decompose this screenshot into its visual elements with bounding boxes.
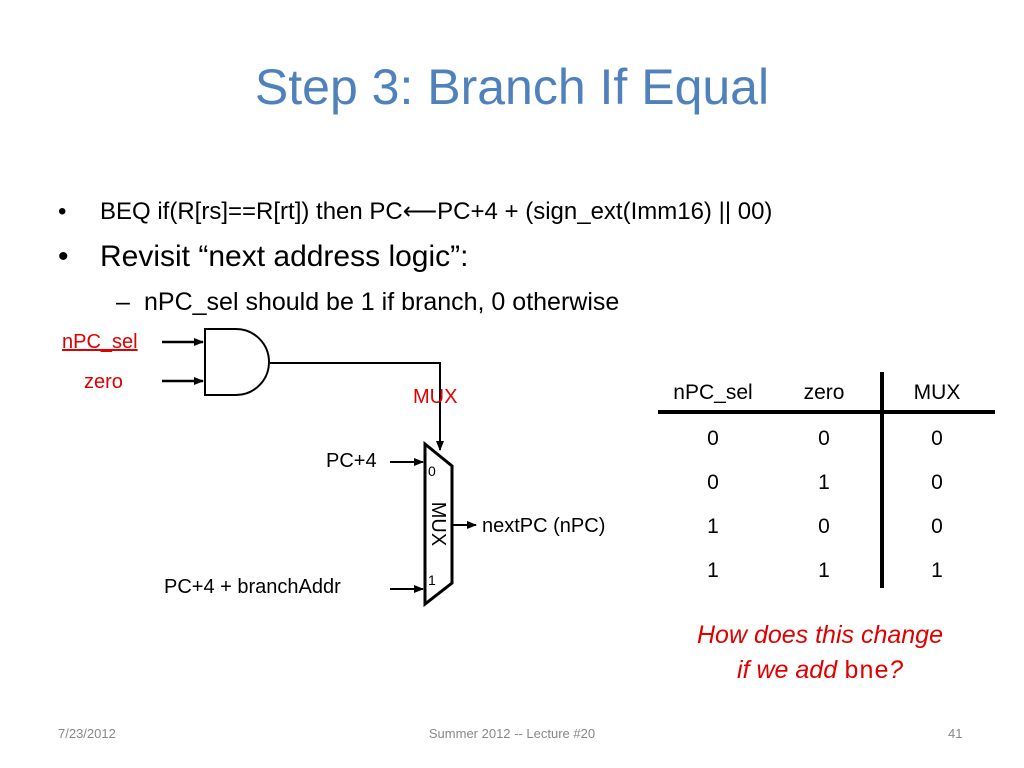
subbullet-npc-sel: –nPC_sel should be 1 if branch, 0 otherw…: [116, 290, 619, 315]
table-cell: 0: [707, 471, 719, 494]
question-suffix: ?: [889, 656, 903, 684]
table-cell: 0: [818, 515, 830, 538]
mux-port0-label: 0: [428, 463, 436, 479]
table-cell: 1: [707, 515, 719, 538]
mux-output-label: nextPC (nPC): [482, 515, 606, 537]
table-cell: 0: [931, 515, 943, 538]
bullet-beq: • BEQ if(R[rs]==R[rt]) then PC⟵PC+4 + (si…: [58, 200, 772, 224]
table-cell: 1: [931, 559, 943, 582]
subbullet-text: nPC_sel should be 1 if branch, 0 otherwi…: [144, 288, 620, 316]
bullet-text: Revisit “next address logic”:: [100, 240, 469, 273]
mux-input0-label: PC+4: [326, 450, 377, 472]
bullet-revisit: • Revisit “next address logic”:: [58, 242, 468, 272]
bullet-marker: •: [58, 198, 67, 225]
slide-title: Step 3: Branch If Equal: [254, 59, 770, 115]
mux-input1-label: PC+4 + branchAddr: [164, 576, 341, 598]
question-code: bne: [844, 657, 890, 686]
table-cell: 1: [818, 471, 830, 494]
and-gate: [204, 328, 270, 396]
mux-body-label: MUX: [427, 501, 449, 547]
bne-question: How does this change if we add bne?: [650, 618, 990, 689]
bullet-text: BEQ if(R[rs]==R[rt]) then PC⟵PC+4 + (sig…: [100, 198, 773, 225]
footer-date: 7/23/2012: [58, 726, 116, 741]
table-header-mux: MUX: [913, 381, 961, 404]
table-cell: 0: [931, 427, 943, 450]
bullet-marker: •: [58, 240, 69, 273]
mux-body: [423, 440, 454, 608]
question-prefix: if we add: [737, 656, 845, 684]
table-header-zero: zero: [803, 381, 845, 404]
mux-select-label: MUX: [413, 386, 458, 408]
gate-output-wire: [270, 362, 444, 451]
question-line1: How does this change: [697, 621, 943, 649]
subbullet-marker: –: [116, 288, 130, 316]
mux-port1-label: 1: [428, 572, 436, 588]
table-cell: 0: [931, 471, 943, 494]
footer-page-number: 41: [948, 726, 963, 741]
question-line2: if we add bne?: [650, 653, 990, 689]
table-cell: 1: [818, 559, 830, 582]
gate-input-a-label: nPC_sel: [62, 331, 138, 353]
table-cell: 0: [707, 427, 719, 450]
table-header-npc-sel: nPC_sel: [673, 381, 753, 404]
gate-input-b-label: zero: [84, 371, 123, 393]
table-cell: 0: [818, 427, 830, 450]
table-cell: 1: [707, 559, 719, 582]
footer-lecture: Summer 2012 -- Lecture #20: [428, 726, 596, 741]
truth-table-lines: [658, 372, 995, 588]
